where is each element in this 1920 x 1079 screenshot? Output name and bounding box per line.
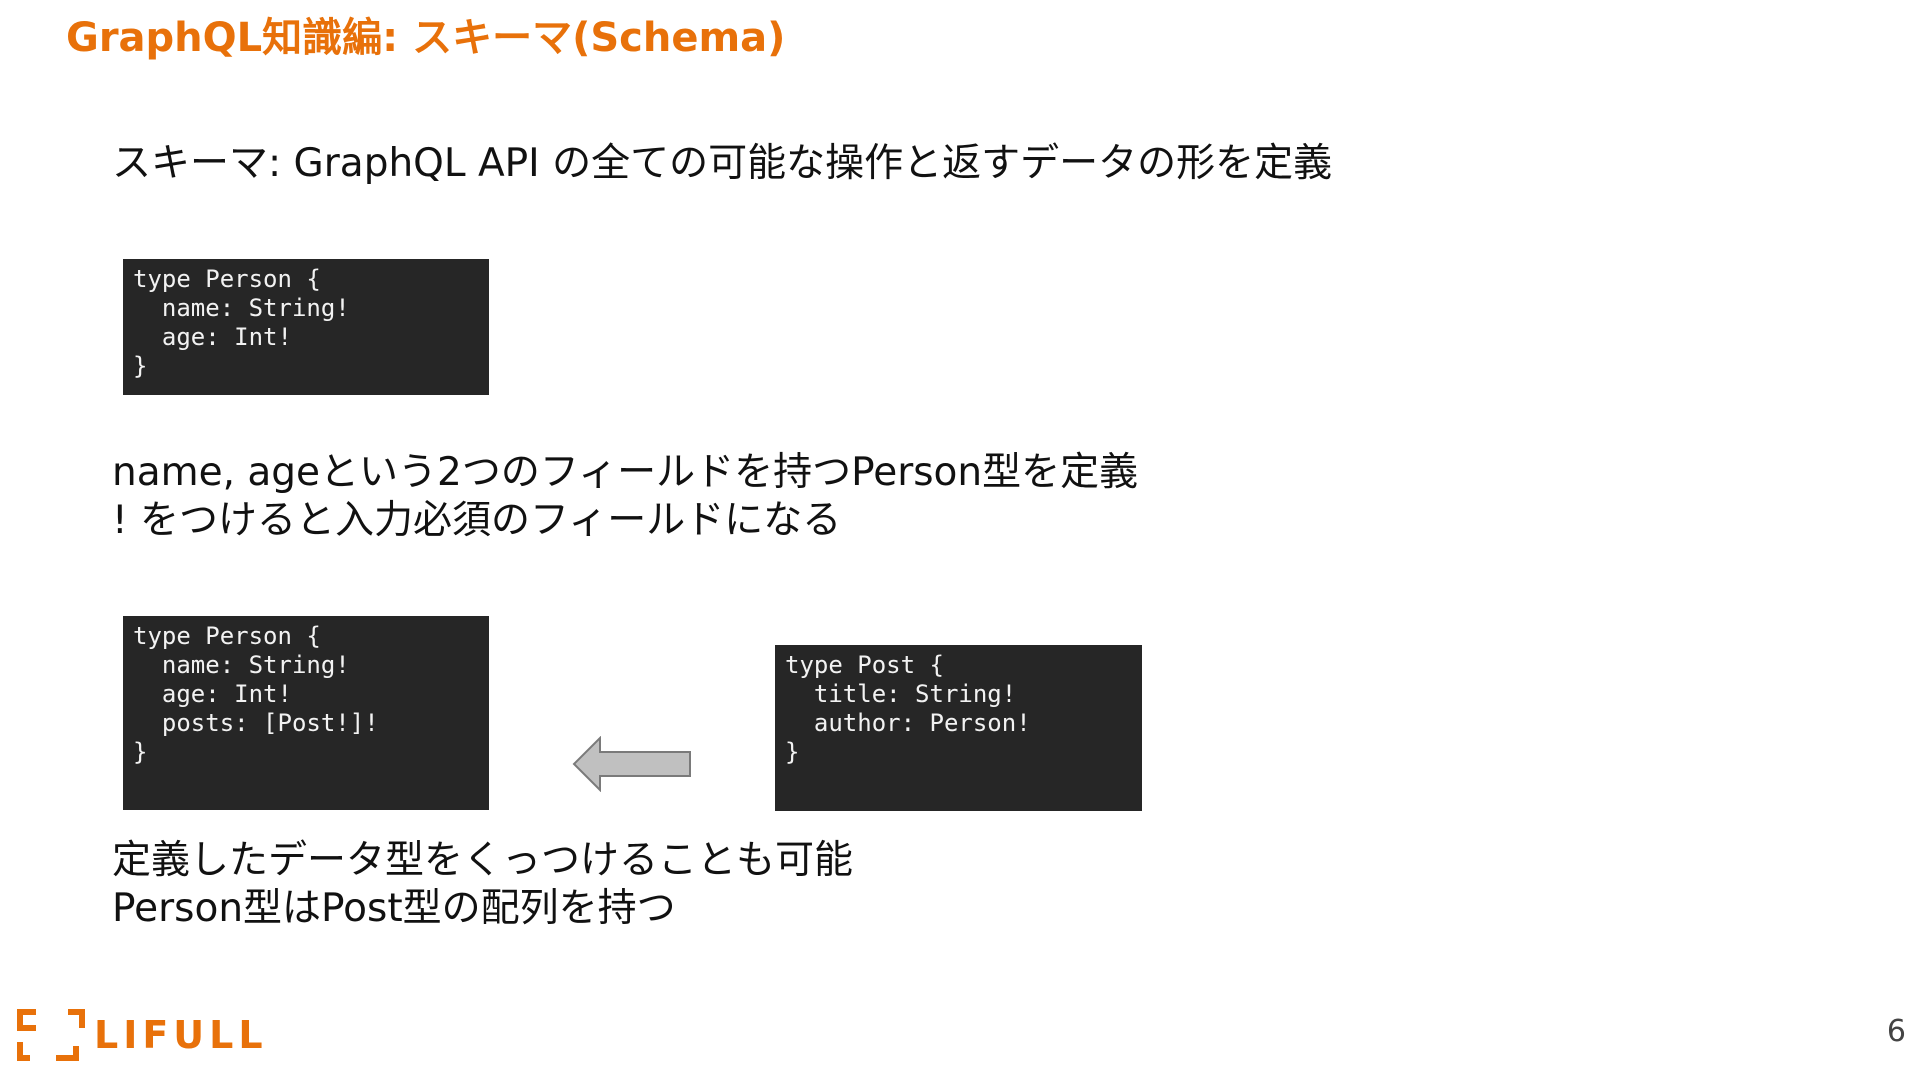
logo-bracket-top-right [68,1009,85,1028]
arrow-shape [572,736,691,792]
code-block-person-with-posts: type Person { name: String! age: Int! po… [123,616,489,810]
lifull-logo-text: LIFULL [94,1013,268,1057]
description-required: ! をつけると入力必須のフィールドになる [112,498,842,543]
logo-bracket-top-left [17,1009,36,1031]
code-block-person: type Person { name: String! age: Int! } [123,259,489,395]
lifull-logo-mark-icon [17,1009,85,1061]
left-arrow-icon [572,736,691,792]
page-number: 6 [1886,1014,1906,1049]
logo-bracket-bottom-left [17,1042,30,1061]
description-fields: name, ageという2つのフィールドを持つPerson型を定義 [112,450,1139,495]
slide-subtitle: スキーマ: GraphQL API の全ての可能な操作と返すデータの形を定義 [112,141,1333,186]
slide-title: GraphQL知識編: スキーマ(Schema) [66,15,786,61]
description-array: Person型はPost型の配列を持つ [112,886,676,931]
code-block-post: type Post { title: String! author: Perso… [775,645,1142,811]
description-combine: 定義したデータ型をくっつけることも可能 [112,838,854,883]
logo-bracket-bottom-right [56,1046,79,1061]
